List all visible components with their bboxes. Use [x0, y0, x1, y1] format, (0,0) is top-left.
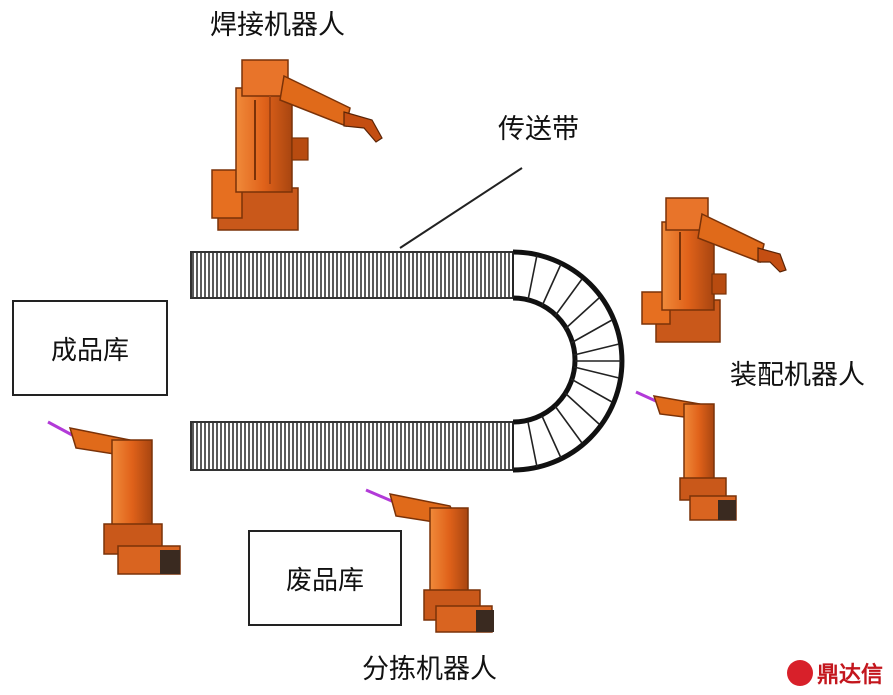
conveyor-belt-top — [190, 251, 514, 299]
sorting-robot-icon — [365, 488, 494, 633]
conveyor-leader-line — [399, 167, 523, 249]
watermark-text: 鼎达信 — [816, 663, 883, 688]
sorting-robot-label: 分拣机器人 — [362, 654, 497, 685]
assembly-robot-icon — [641, 197, 787, 343]
conveyor-belt-bottom — [190, 421, 514, 471]
welding-robot-label: 焊接机器人 — [210, 10, 345, 41]
finished-goods-label: 成品库 — [50, 335, 129, 366]
right-robot-icon — [635, 390, 737, 521]
assembly-robot-label: 装配机器人 — [730, 360, 865, 391]
scrap-label: 废品库 — [285, 565, 364, 596]
watermark-logo-icon — [786, 660, 813, 686]
scrap-box: 废品库 — [248, 530, 402, 626]
conveyor-belt-curve — [512, 249, 625, 473]
finished-goods-box: 成品库 — [12, 300, 168, 396]
welding-robot-icon — [211, 59, 383, 231]
left-robot-icon — [47, 420, 181, 575]
watermark: 鼎达信 — [786, 657, 883, 689]
conveyor-label: 传送带 — [498, 114, 579, 145]
